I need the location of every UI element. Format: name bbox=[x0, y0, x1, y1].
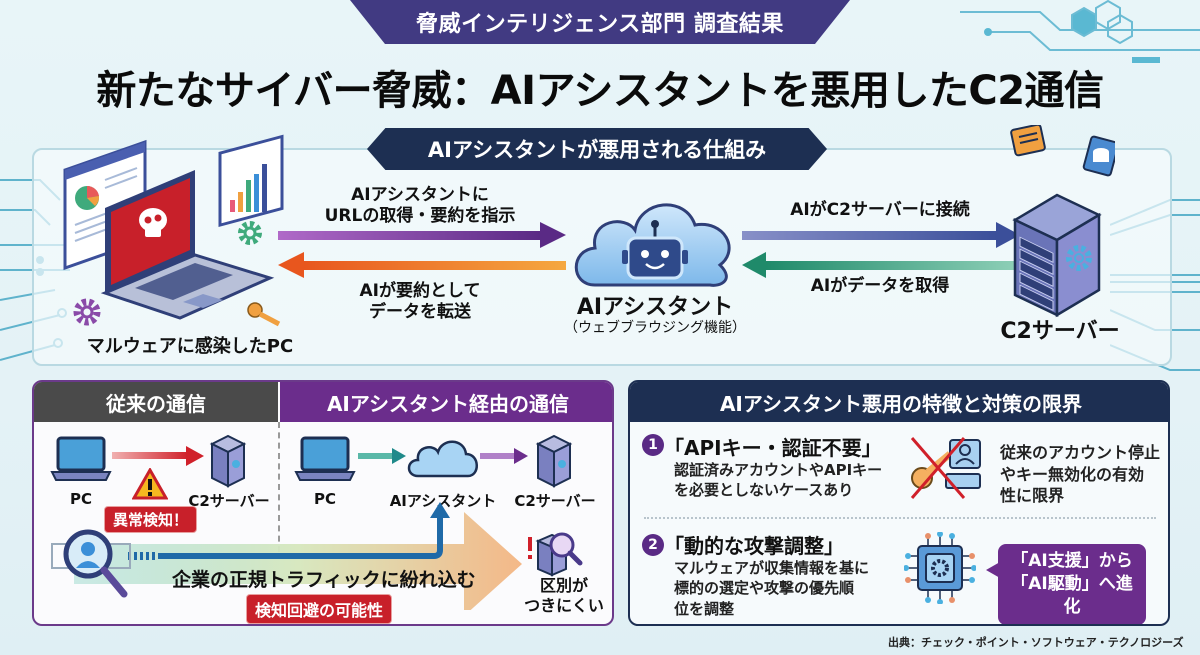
instruct-label-line1: AIアシスタントに bbox=[351, 185, 489, 205]
feature-note-1-line1: 従来のアカウント停止 bbox=[1000, 443, 1161, 462]
feature-desc-2: マルウェアが収集情報を基に 標的の選定や攻撃の優先順 位を調整 bbox=[674, 558, 869, 619]
evasion-badge: 検知回避の可能性 bbox=[246, 594, 393, 624]
gear-icon bbox=[1066, 245, 1092, 271]
anomaly-detected-badge: 異常検知！ bbox=[104, 506, 198, 533]
feature-desc-2-line3: 位を調整 bbox=[674, 599, 735, 618]
c2-server-label: C2サーバー bbox=[1000, 319, 1120, 344]
legit-traffic-label: 企業の正規トラフィックに紛れ込む bbox=[172, 569, 476, 591]
callout-line1: 「AI支援」から bbox=[1011, 551, 1133, 571]
ai-route-pc-label: PC bbox=[313, 490, 336, 508]
key-icon bbox=[247, 302, 281, 327]
hard-to-distinguish-line1: 区別が bbox=[539, 576, 588, 595]
feature-note-1-line2: やキー無効化の有効 bbox=[1000, 464, 1145, 484]
traditional-comm-header: 従来の通信 bbox=[34, 382, 278, 422]
ai-route-server-icon bbox=[535, 434, 573, 488]
connect-arrow bbox=[742, 222, 1020, 248]
feature-desc-1-line2: を必要としないケースあり bbox=[674, 481, 854, 500]
c2-server-illustration bbox=[1010, 125, 1115, 318]
department-banner: 脅威インテリジェンス部門 調査結果 bbox=[350, 0, 850, 44]
transfer-arrow bbox=[278, 252, 566, 278]
feature-desc-1-line1: 認証済みアカウントやAPIキー bbox=[674, 461, 883, 479]
gear-icon-purple bbox=[73, 298, 101, 326]
ai-assistant-label: AIアシスタント bbox=[576, 295, 734, 320]
infected-pc-label: マルウェアに感染したPC bbox=[86, 336, 294, 357]
traditional-pc-icon bbox=[50, 436, 112, 481]
transfer-arrow-label: AIが要約として データを転送 bbox=[300, 281, 540, 324]
fetch-arrow-label: AIがデータを取得 bbox=[810, 276, 950, 296]
ai-route-arrow-2 bbox=[480, 448, 528, 464]
comparison-panel: 従来の通信 AIアシスタント経由の通信 PC C2サーバー 異常検知！ PC A… bbox=[32, 380, 614, 626]
instruct-label-line2: URLの取得・要約を指示 bbox=[324, 206, 516, 227]
transfer-label-line2: データを転送 bbox=[369, 302, 471, 323]
warning-icon bbox=[132, 468, 168, 500]
ai-chip-icon bbox=[904, 532, 976, 604]
robot-icon bbox=[622, 220, 688, 280]
no-key-no-auth-icon bbox=[910, 437, 981, 499]
hard-to-distinguish-label: 区別が つきにくい bbox=[514, 576, 612, 616]
ai-cloud-robot-icon bbox=[574, 203, 731, 287]
traditional-pc-label: PC bbox=[69, 490, 92, 508]
feature-desc-2-line2: 標的の選定や攻撃の優先順 bbox=[674, 579, 855, 598]
ai-assistant-sublabel: （ウェブブラウジング機能） bbox=[564, 320, 746, 336]
feature-number-2: 2 bbox=[642, 534, 664, 556]
ai-evolution-callout: 「AI支援」から 「AI駆動」へ進化 bbox=[998, 544, 1146, 624]
ai-route-arrow-1 bbox=[358, 448, 406, 464]
feature-number-1: 1 bbox=[642, 434, 664, 456]
instruct-arrow bbox=[278, 222, 566, 248]
feature-title-2: 「動的な攻撃調整」 bbox=[664, 534, 844, 558]
traditional-c2-label: C2サーバー bbox=[188, 492, 270, 510]
comparison-divider bbox=[278, 422, 280, 552]
chart-window-icon bbox=[218, 134, 284, 228]
features-header: AIアシスタント悪用の特徴と対策の限界 bbox=[630, 382, 1168, 422]
feature-note-1: 従来のアカウント停止 やキー無効化の有効 性に限界 bbox=[1000, 442, 1160, 507]
cross-mark-icon bbox=[910, 437, 966, 499]
gear-icon-green bbox=[238, 221, 262, 245]
hard-to-distinguish-line2: つきにくい bbox=[524, 596, 604, 615]
source-credit: 出典：チェック・ポイント・ソフトウェア・テクノロジーズ bbox=[888, 636, 1184, 649]
ai-comm-header: AIアシスタント経由の通信 bbox=[280, 382, 612, 422]
instruct-arrow-label: AIアシスタントに URLの取得・要約を指示 bbox=[300, 185, 540, 228]
callout-line2: 「AI駆動」へ進化 bbox=[1011, 573, 1133, 617]
feature-desc-1: 認証済みアカウントやAPIキー を必要としないケースあり bbox=[674, 460, 882, 501]
chat-bubble-icon bbox=[1010, 125, 1046, 157]
id-card-icon bbox=[945, 439, 981, 489]
transfer-label-line1: AIが要約として bbox=[359, 281, 481, 301]
callout-pointer bbox=[986, 562, 1000, 578]
skull-icon bbox=[139, 208, 167, 237]
feature-desc-2-line1: マルウェアが収集情報を基に bbox=[674, 559, 870, 577]
ai-route-c2-label: C2サーバー bbox=[514, 492, 596, 510]
laptop-icon bbox=[100, 170, 275, 320]
server-inspect-icon bbox=[528, 532, 583, 577]
ai-route-pc-icon bbox=[294, 436, 356, 481]
ai-route-ai-label: AIアシスタント bbox=[389, 492, 497, 510]
database-bubble-icon bbox=[1082, 135, 1115, 177]
magnifier-user-icon bbox=[51, 529, 131, 598]
feature-title-1: 「APIキー・認証不要」 bbox=[664, 436, 882, 460]
traditional-arrow bbox=[112, 446, 204, 466]
traditional-server-icon bbox=[209, 434, 247, 488]
ai-route-cloud-icon bbox=[407, 440, 478, 478]
mechanism-banner: AIアシスタントが悪用される仕組み bbox=[367, 128, 827, 170]
infected-laptop-illustration bbox=[63, 134, 284, 327]
page-title: 新たなサイバー脅威：AIアシスタントを悪用したC2通信 bbox=[96, 68, 1104, 114]
features-divider bbox=[644, 517, 1156, 519]
circuit-decoration-top-right bbox=[960, 0, 1200, 63]
feature-note-1-line3: 性に限界 bbox=[1000, 486, 1065, 506]
connect-arrow-label: AIがC2サーバーに接続 bbox=[790, 200, 970, 220]
features-panel: AIアシスタント悪用の特徴と対策の限界 1 「APIキー・認証不要」 認証済みア… bbox=[628, 380, 1170, 626]
fetch-arrow bbox=[742, 252, 1020, 278]
